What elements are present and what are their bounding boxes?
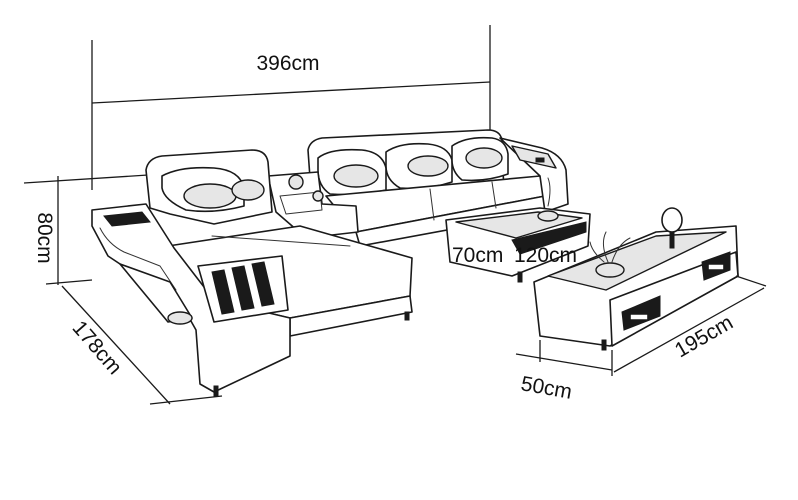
coffee-table-length-label: 120cm <box>514 244 577 267</box>
coffee-table-width-label: 70cm <box>452 244 503 267</box>
tv-stand-plant-pot <box>595 262 625 278</box>
tv-stand-depth-line <box>515 353 613 371</box>
right-armrest <box>499 137 569 213</box>
pillow-2 <box>407 155 449 177</box>
tv-stand-depth-dimension: 50cm <box>515 340 613 404</box>
vent-slat-1 <box>211 269 235 315</box>
vent-slat-2 <box>231 265 255 311</box>
console-ornament-2 <box>312 190 324 202</box>
tv-stand-drawer-1 <box>621 295 661 331</box>
tv-stand <box>533 207 739 351</box>
coffee-table: 70cm 120cm <box>445 177 591 283</box>
tv-stand-length-label: 195cm <box>671 311 737 362</box>
sectional-sofa <box>91 129 569 397</box>
tv-stand-top-glass <box>547 231 727 291</box>
height-extension-bottom <box>45 279 93 285</box>
tv-stand-plant <box>589 231 631 263</box>
armrest-cup <box>167 311 193 325</box>
height-extension-top <box>23 174 149 184</box>
depth-dimension-line <box>61 285 171 405</box>
control-button <box>535 157 545 163</box>
armrest-cutout-line <box>99 227 177 291</box>
seat-seam-2 <box>491 181 497 209</box>
tv-stand-length-line <box>613 287 765 373</box>
width-dimension: 396cm <box>91 25 491 190</box>
coffee-table-trim <box>511 221 587 255</box>
width-label: 396cm <box>256 52 319 75</box>
coffee-table-leg <box>517 271 523 283</box>
armrest-top-inset <box>103 211 151 227</box>
tv-stand-depth-label: 50cm <box>519 372 574 404</box>
console-ornament <box>288 174 304 190</box>
control-panel <box>511 145 557 169</box>
table-lamp-stand <box>669 231 675 249</box>
width-dimension-line <box>91 81 491 104</box>
coffee-table-plant <box>547 177 551 207</box>
pillow-1 <box>333 164 379 188</box>
corner-pillow <box>183 183 237 209</box>
tv-stand-leg <box>601 339 607 351</box>
chaise-seam <box>211 235 351 247</box>
corner-pillow-2 <box>231 179 265 201</box>
console-shelf <box>279 191 323 215</box>
coffee-table-vase <box>537 210 559 222</box>
height-label: 80cm <box>33 212 56 263</box>
tv-stand-length-extension <box>735 275 767 287</box>
depth-label: 178cm <box>68 316 127 379</box>
console-table <box>267 171 359 239</box>
chaise-leg <box>404 311 410 321</box>
drawer-handle-2 <box>707 263 725 271</box>
seat-seam-1 <box>429 188 435 221</box>
table-lamp-shade <box>661 207 683 233</box>
left-armrest <box>91 203 291 393</box>
sofa-leg <box>213 385 219 397</box>
vent-slat-3 <box>251 261 275 307</box>
depth-extension-bottom <box>149 395 223 405</box>
height-dimension: 80cm <box>23 174 149 285</box>
pillow-3 <box>465 147 503 169</box>
drawer-handle-1 <box>629 313 649 321</box>
